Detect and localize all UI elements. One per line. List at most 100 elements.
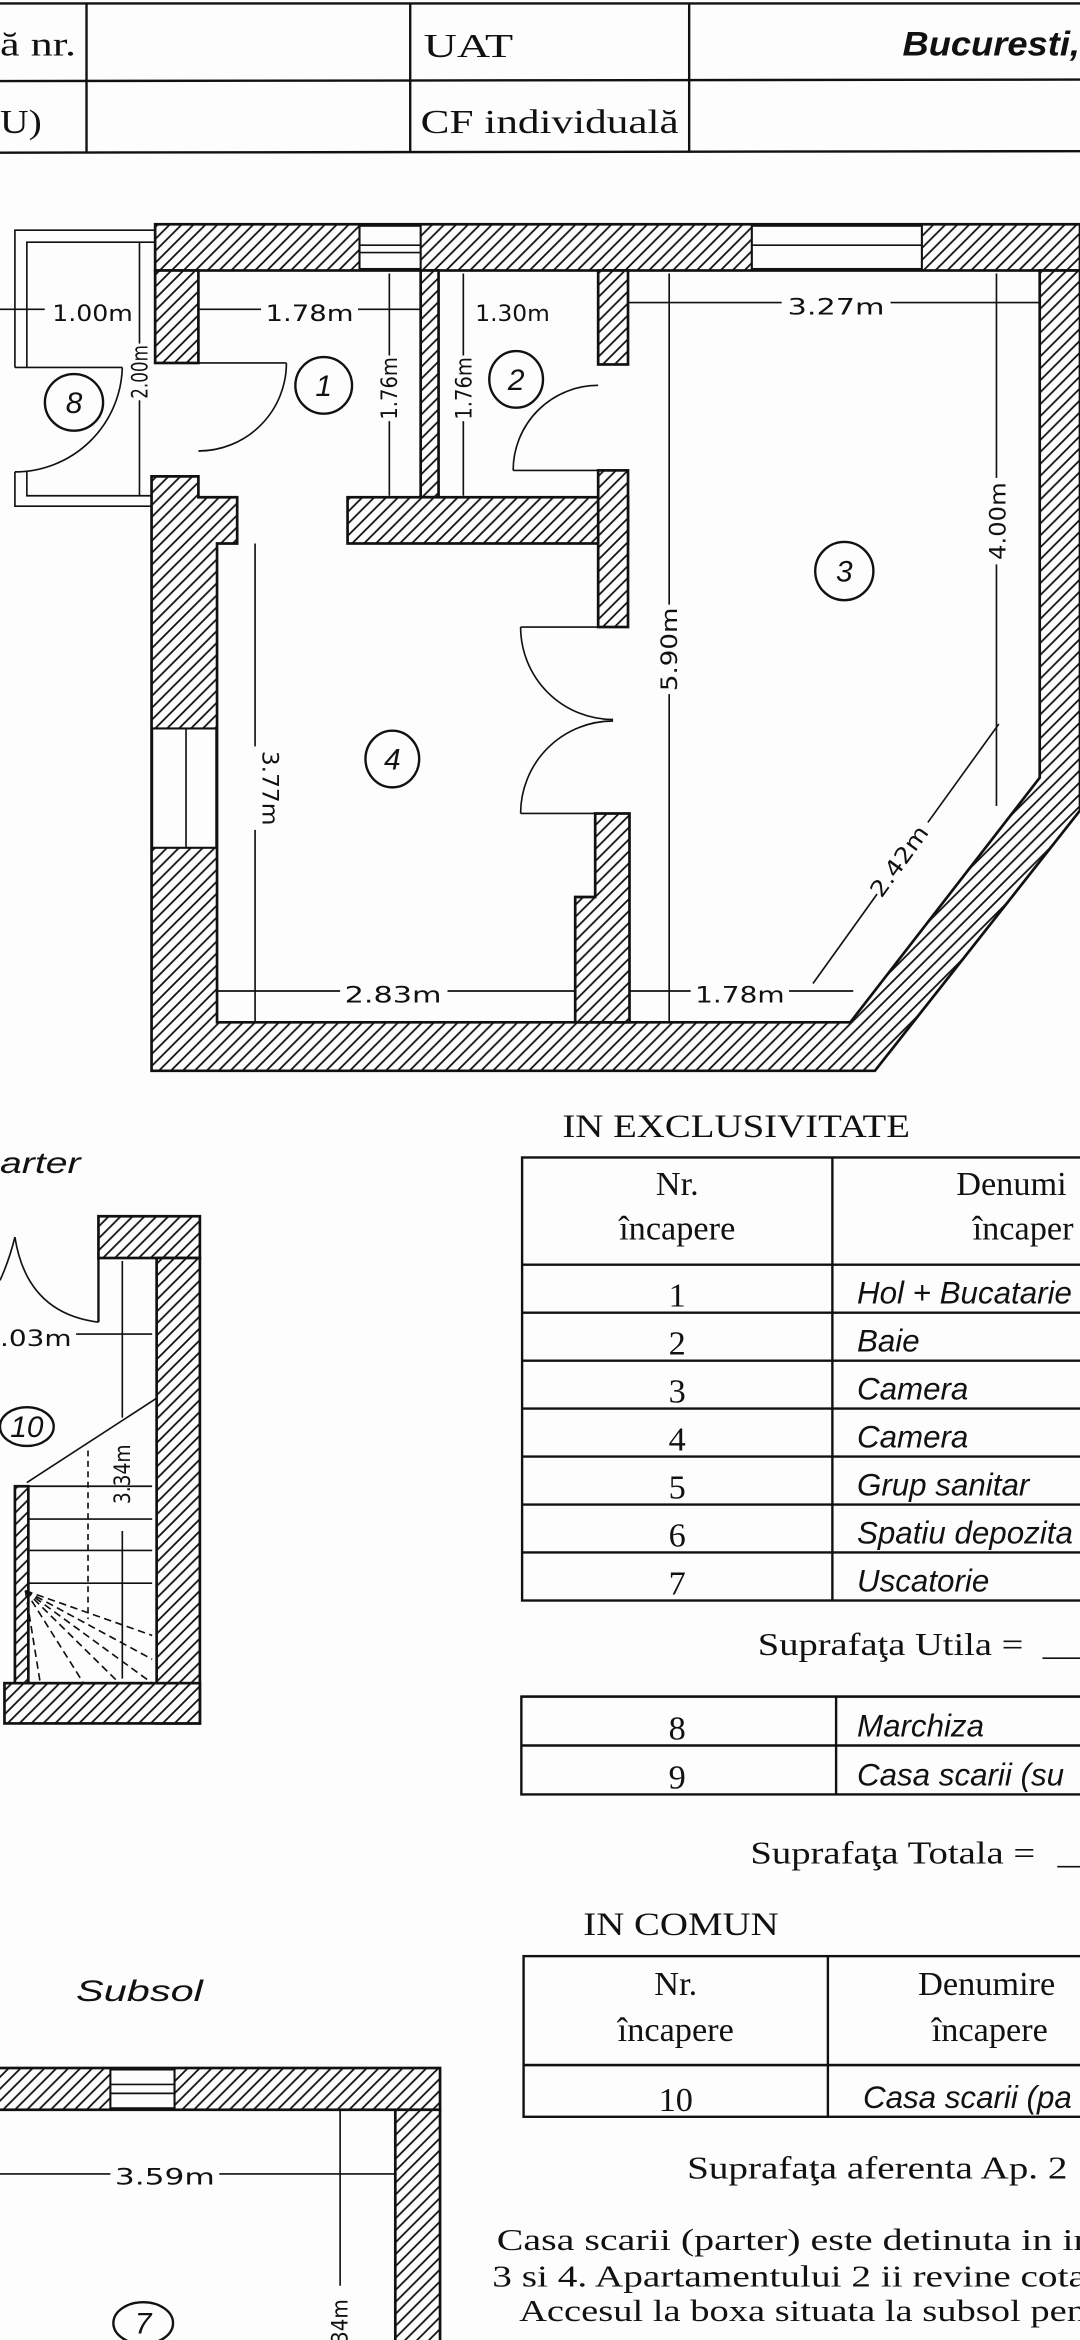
header-denumire: Denumire — [918, 1965, 1055, 2003]
room-name-cell: Spatiu depozita — [857, 1516, 1073, 1551]
suprafata-aferenta-label: Suprafaţa aferenta Ap. 2 — [687, 2150, 1067, 2185]
wall-top — [153, 222, 1080, 272]
svg-text:4: 4 — [384, 743, 401, 776]
room-number-cell: 8 — [669, 1710, 686, 1748]
table-border — [0, 78, 1080, 83]
suprafata-totala-label: Suprafaţa Totala = — [750, 1836, 1035, 1871]
dim-marchiza-width: 1.00m — [52, 301, 133, 327]
room-name-cell: Marchiza — [857, 1709, 984, 1744]
dim-subsol-width: 3.59m — [115, 2164, 215, 2190]
wall-left-upper — [153, 269, 200, 365]
dim-room1-width: 1.78m — [266, 301, 354, 327]
room-number-cell: 3 — [669, 1373, 686, 1411]
window — [358, 224, 422, 271]
room-name-cell: Camera — [857, 1420, 968, 1455]
dim-marchiza-height: 2.00m — [128, 345, 154, 399]
wall-subsol-top — [0, 2066, 442, 2112]
floor-plan-parter: 1.00m 2.00m 1.78m 1.76m 1.76m 1.30m 3.27… — [0, 222, 1080, 1073]
wall-room4-room3-lower — [573, 812, 631, 1024]
dim-room4-height: 3.77m — [257, 751, 283, 826]
common-section: IN COMUN Nr. încapere Denumire încapere … — [522, 1907, 1080, 2185]
room-label-3: 3 — [814, 540, 875, 602]
table-border — [0, 149, 1080, 154]
dim-room3-right: 4.00m — [985, 482, 1011, 560]
note-line: Accesul la boxa situata la subsol pen — [519, 2294, 1080, 2328]
room-label-10: 10 — [0, 1405, 55, 1448]
header-cell-uat-value: Bucuresti, — [902, 26, 1080, 64]
header-denumire-incapere: încapere — [931, 2011, 1048, 2049]
notes-paragraph: Casa scarii (parter) este detinuta in in… — [492, 2223, 1080, 2328]
floor-label-subsol: Subsol — [76, 1975, 205, 2008]
room-number-cell: 5 — [669, 1469, 686, 1507]
wall-subsol-right — [393, 2108, 442, 2340]
room-number-cell: 7 — [669, 1564, 686, 1602]
svg-text:10: 10 — [10, 1411, 44, 1444]
window — [151, 727, 218, 849]
header-cell-unit: U) — [0, 103, 42, 141]
suprafata-utila-label: Suprafaţa Utila = — [758, 1627, 1024, 1662]
marchiza-frame — [14, 229, 156, 508]
header-cell-uat-label: UAT — [424, 27, 514, 65]
room-label-1: 1 — [294, 355, 354, 415]
room-name-cell: Camera — [857, 1372, 968, 1407]
header-nr-incapere: încapere — [618, 1210, 735, 1248]
room-label-8: 8 — [43, 372, 105, 432]
section-title-common: IN COMUN — [583, 1907, 778, 1943]
room-label-2: 2 — [488, 349, 545, 409]
suprafata-utila-value: __ — [1042, 1627, 1080, 1662]
room-label-7: 7 — [112, 2301, 175, 2340]
header-denumire-incapere: încaper — [972, 1210, 1074, 1248]
floor-label-parter: arter — [0, 1147, 82, 1180]
wall-exterior — [150, 269, 1080, 1073]
floor-plan-subsol: Subsol 3.59m 34m 7 — [0, 1975, 442, 2340]
door-arc — [0, 1236, 99, 1323]
door-room4-room3 — [519, 626, 614, 815]
dim-room3-left: 5.90m — [657, 608, 683, 692]
wall-stair-top — [97, 1214, 202, 1260]
note-line: Casa scarii (parter) este detinuta in in — [497, 2223, 1080, 2257]
dim-subsol-height: 34m — [328, 2299, 354, 2340]
exclusive-annex-table: 8 Marchiza 9 Casa scarii (su — [520, 1695, 1080, 1796]
dim-room3-width: 3.27m — [788, 295, 885, 321]
dimension-lines — [0, 242, 1040, 1023]
room-number-cell: 4 — [669, 1421, 686, 1459]
table-border — [520, 1156, 1080, 1602]
header-cell-number: ă nr. — [0, 26, 76, 64]
exclusive-section: IN EXCLUSIVITATE Nr. încapere Denumi înc… — [520, 1109, 1080, 1871]
svg-text:7: 7 — [135, 2308, 153, 2340]
stair-steps — [24, 1397, 158, 1684]
door-room1 — [198, 362, 288, 452]
room-name-cell: Baie — [857, 1324, 920, 1359]
wall-stair-bottom — [3, 1681, 202, 1725]
dim-room3-bottom: 1.78m — [695, 982, 785, 1008]
dim-room1-height: 1.76m — [377, 357, 403, 420]
room-number-cell: 10 — [659, 2081, 693, 2119]
room-name-cell: Casa scarii (su — [857, 1757, 1064, 1792]
dim-room2-width: 1.30m — [475, 301, 550, 327]
room-number-cell: 2 — [669, 1325, 686, 1363]
header-denumire: Denumi — [956, 1165, 1066, 1203]
svg-text:8: 8 — [66, 387, 83, 420]
room-name-cell: Hol + Bucatarie — [857, 1276, 1072, 1311]
header-cell-cf-label: CF individuală — [421, 103, 679, 141]
svg-text:1: 1 — [315, 370, 332, 403]
header-nr: Nr. — [656, 1165, 699, 1203]
dim-room4-width: 2.83m — [345, 982, 442, 1008]
room-name-cell: Grup sanitar — [857, 1468, 1031, 1503]
floor-plan-parter-stair: arter .03m 3.34m 10 — [0, 1147, 202, 1725]
dim-stair-height: 3.34m — [110, 1444, 136, 1504]
room-number-cell: 9 — [669, 1758, 686, 1796]
header-nr-incapere: încapere — [617, 2011, 734, 2049]
wall-room1-room2 — [419, 269, 440, 499]
door-arc — [14, 367, 124, 473]
dim-room3-diagonal: 2.42m — [865, 821, 934, 903]
window — [750, 224, 923, 271]
wall-room2-room3 — [596, 269, 630, 366]
wall-stair-right — [155, 1256, 202, 1725]
room-number-cell: 6 — [669, 1517, 686, 1555]
room-name-cell: Uscatorie — [857, 1563, 989, 1598]
wall-stair-left — [13, 1484, 30, 1685]
svg-text:2: 2 — [507, 364, 525, 397]
